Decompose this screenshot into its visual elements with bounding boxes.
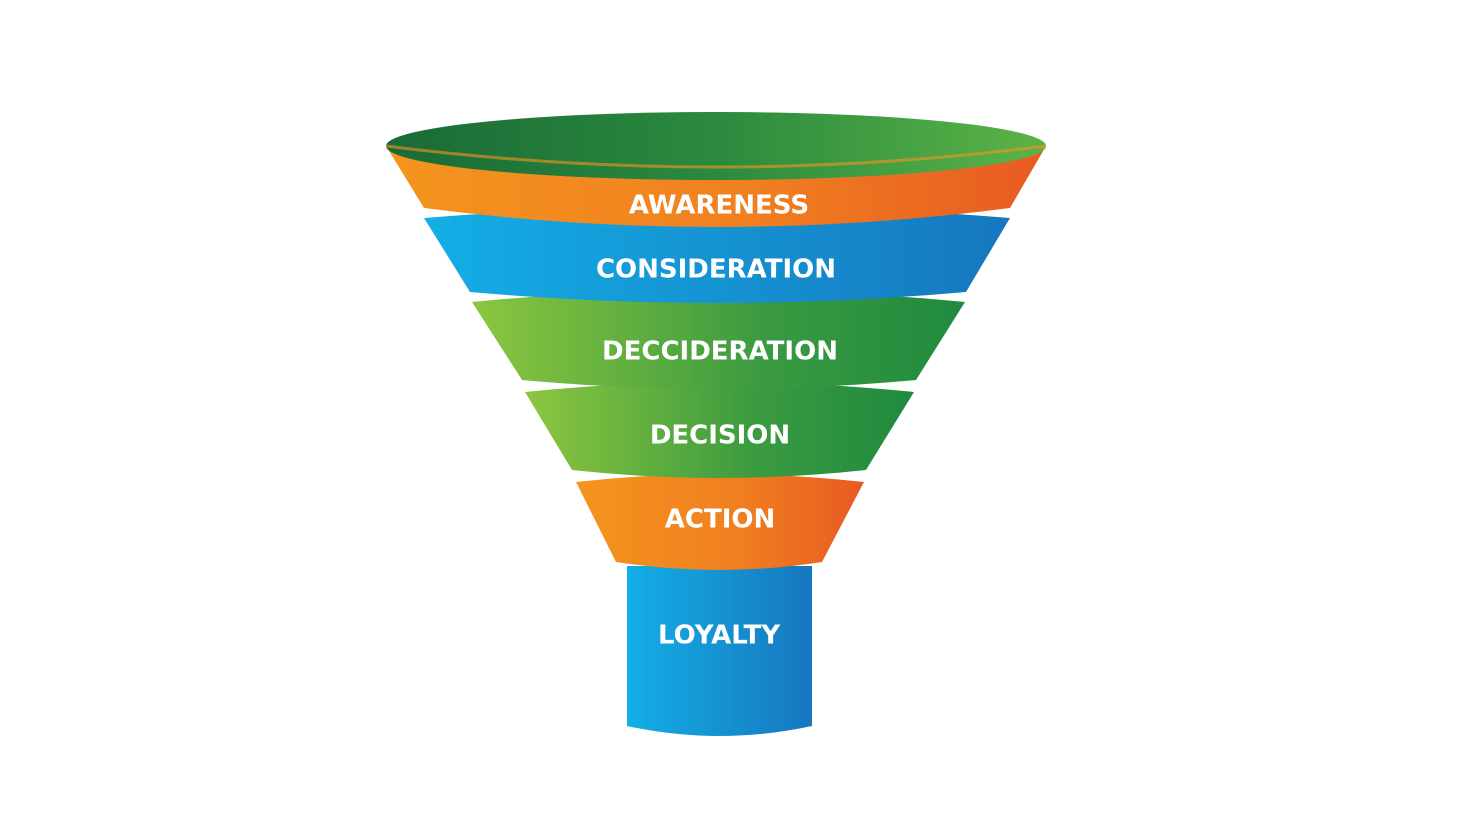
- funnel-stage-consideration: CONSIDERATION: [424, 206, 1010, 303]
- stage-shape: [525, 382, 914, 478]
- stage-shape: [472, 290, 965, 389]
- stage-shape: [424, 206, 1010, 303]
- stage-label-deccideration: DECCIDERATION: [602, 337, 838, 367]
- stage-label-consideration: CONSIDERATION: [596, 255, 836, 285]
- stage-label-decision: DECISION: [650, 421, 790, 451]
- stage-label-awareness: AWARENESS: [629, 191, 809, 221]
- stage-label-action: ACTION: [665, 505, 775, 535]
- rim-edge: [385, 144, 1047, 169]
- funnel-stage-awareness: AWARENESS: [385, 112, 1047, 227]
- funnel-stage-loyalty: LOYALTY: [627, 566, 812, 736]
- funnel-stage-deccideration: DECCIDERATION: [472, 290, 965, 389]
- funnel-rim: [386, 112, 1046, 180]
- stage-shape: [627, 566, 812, 736]
- funnel-stage-decision: DECISION: [525, 382, 914, 478]
- funnel-stage-action: ACTION: [576, 474, 864, 570]
- stage-shape: [576, 474, 864, 570]
- stage-label-loyalty: LOYALTY: [658, 621, 781, 651]
